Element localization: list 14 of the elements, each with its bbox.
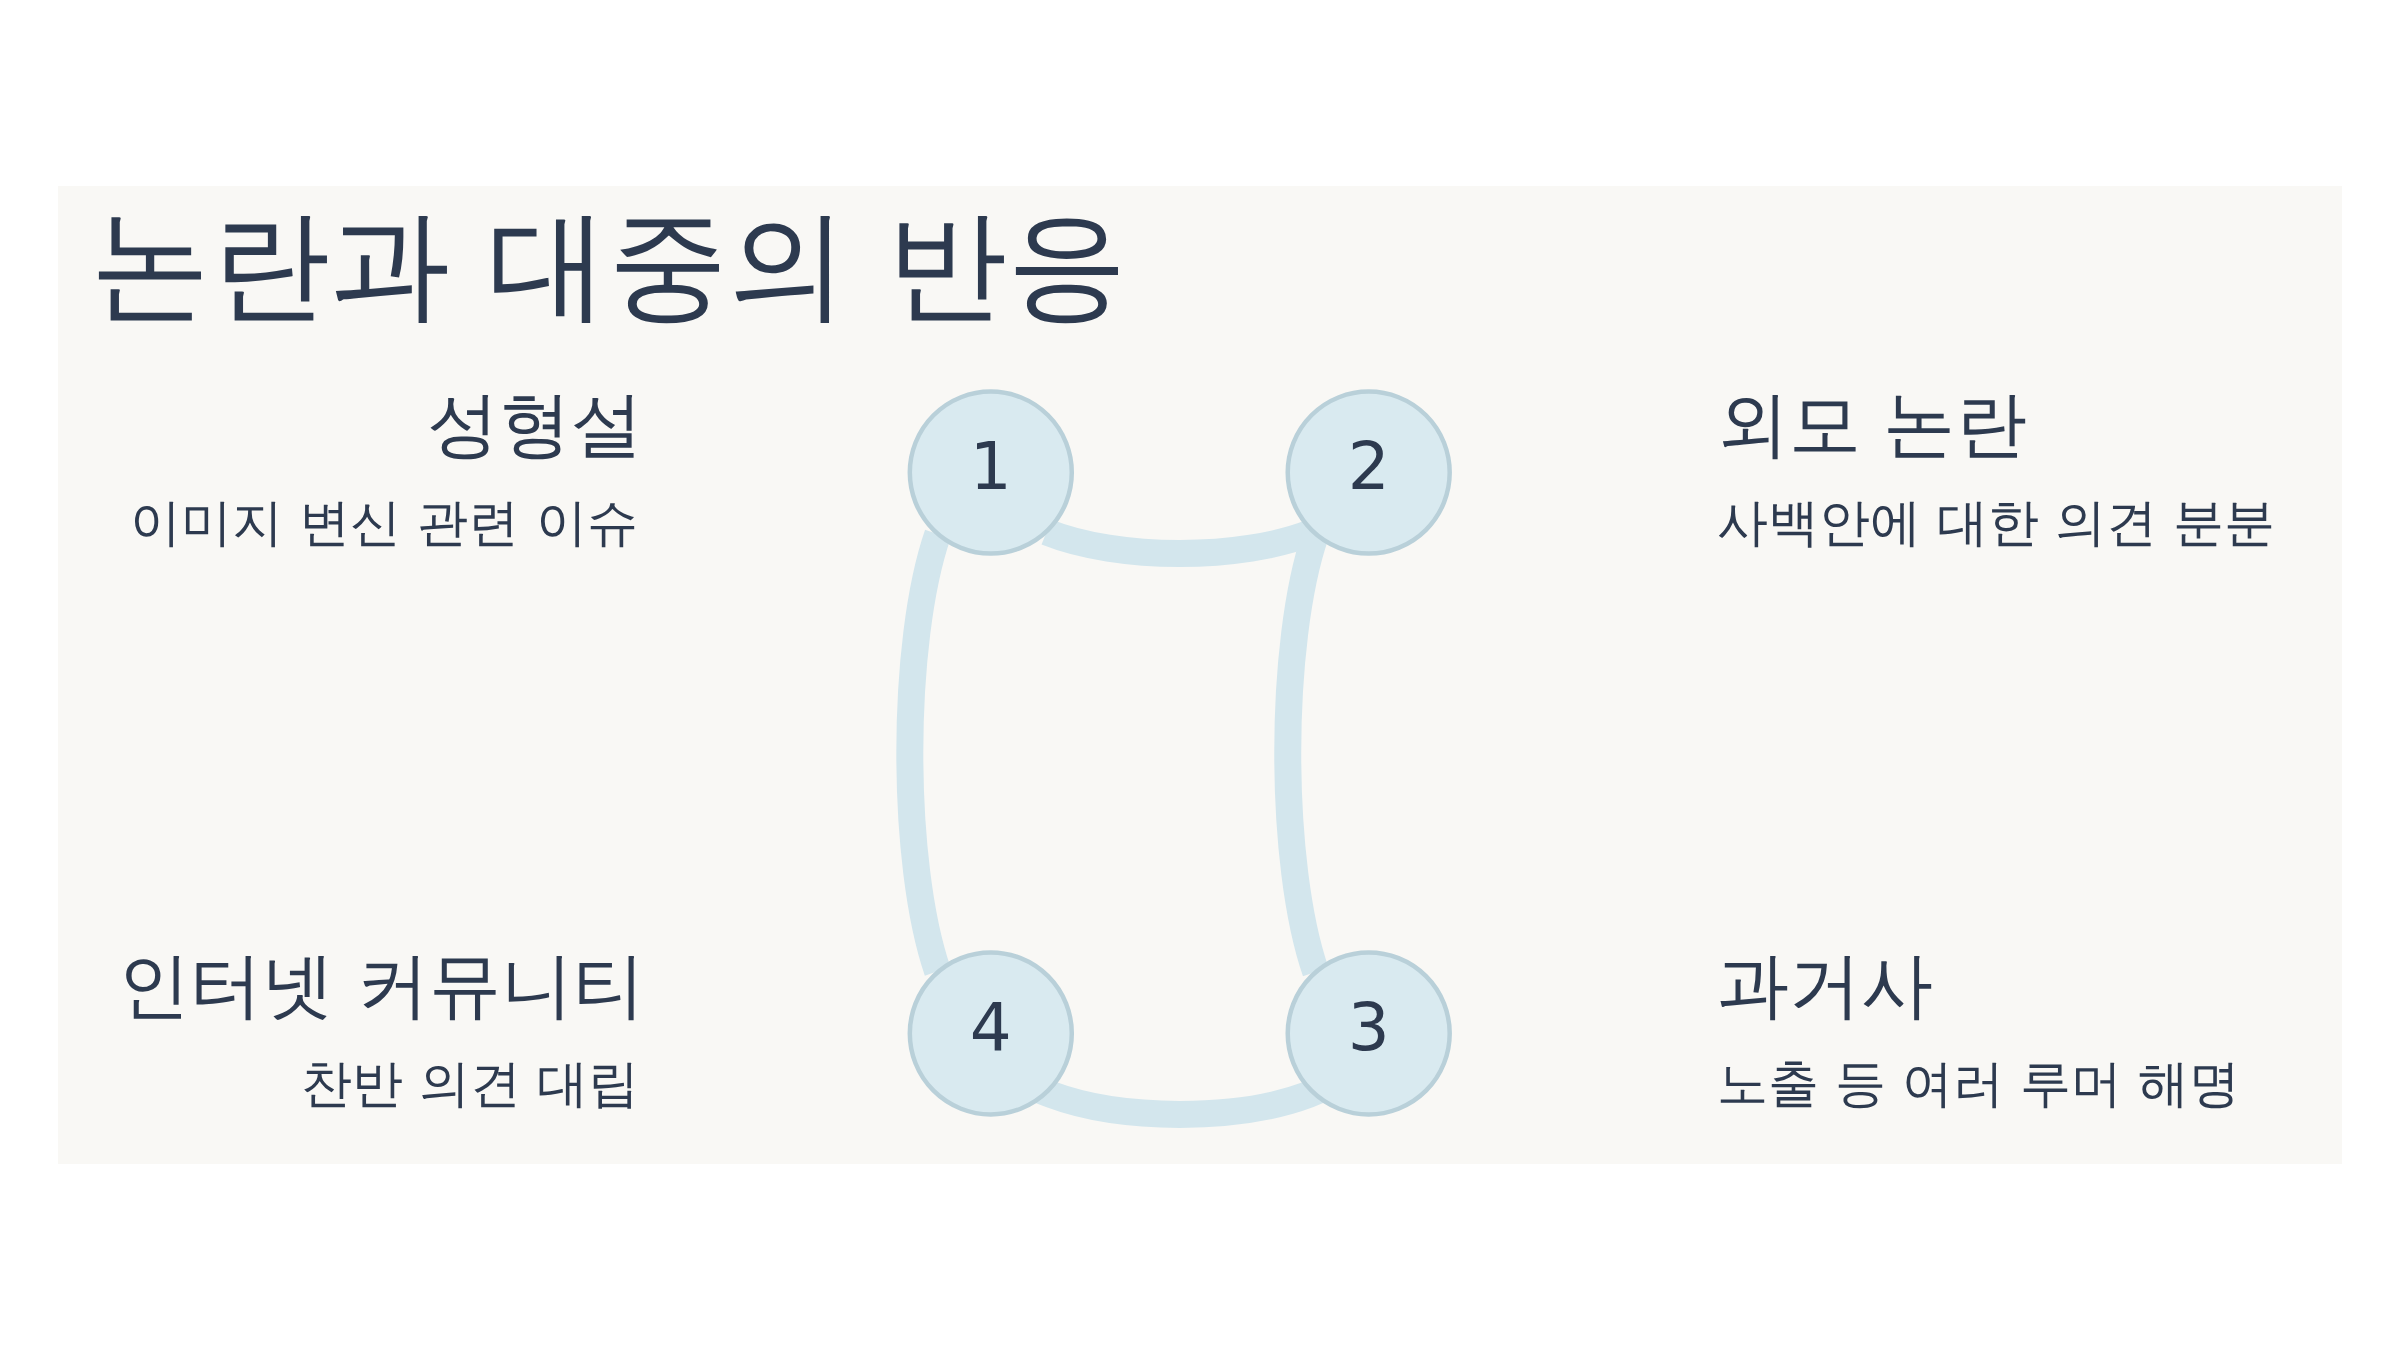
node-label: 외모 논란 [1716, 382, 2028, 467]
node-label: 성형설 [426, 382, 643, 467]
node-label: 과거사 [1716, 943, 1933, 1028]
connector [896, 530, 951, 975]
node-label: 노출 등 여러 루머 해명 [1716, 1054, 2241, 1114]
node-circle: 1 [907, 389, 1075, 556]
node-circle: 4 [907, 950, 1075, 1117]
node-label: 사백안에 대한 의견 분분 [1716, 493, 2276, 553]
diagram-title: 논란과 대중의 반응 [90, 195, 1127, 335]
node-circle: 3 [1285, 950, 1452, 1117]
node-circle: 2 [1285, 389, 1452, 556]
node-label: 이미지 변신 관련 이슈 [129, 493, 638, 553]
node-label: 찬반 의견 대립 [300, 1054, 640, 1114]
node-label: 인터넷 커뮤니티 [117, 943, 645, 1028]
